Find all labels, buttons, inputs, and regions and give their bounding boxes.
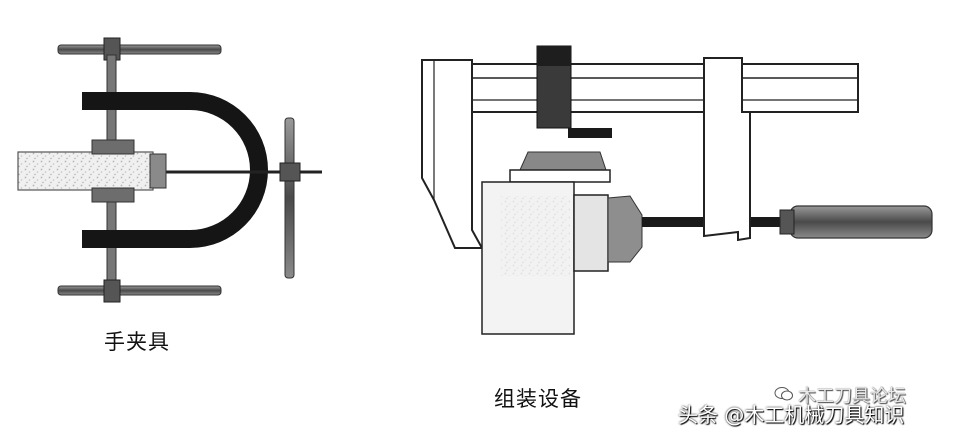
pressure-pad	[149, 153, 167, 189]
main-beam	[471, 63, 859, 113]
u-frame	[82, 92, 268, 248]
bottom-handle-bar	[57, 285, 222, 296]
lower-jaw-block	[91, 187, 135, 203]
hand-clamp-illustration	[17, 37, 322, 303]
right-handle-bar	[284, 117, 295, 279]
movable-jaw	[703, 57, 751, 242]
watermark-source: 头条 @木工机械刀具知识	[678, 403, 905, 427]
bottom-handle-hub	[103, 279, 121, 303]
assembly-handle	[789, 205, 933, 239]
upper-pressure-pad	[519, 151, 607, 171]
watermark: 木工刀具论坛 头条 @木工机械刀具知识	[666, 382, 966, 432]
upper-jaw-block	[91, 139, 135, 155]
sliding-head-tab	[568, 128, 612, 138]
hand-clamp-workpiece	[17, 151, 154, 191]
fixed-jaw	[421, 59, 484, 249]
right-handle-hub	[279, 162, 301, 182]
watermark-account: 木工刀具论坛	[798, 386, 906, 407]
side-board	[573, 194, 609, 272]
hand-clamp-caption: 手夹具	[104, 330, 170, 354]
top-plate	[509, 169, 611, 183]
side-pressure-pad	[607, 195, 643, 263]
workpiece-texture	[500, 196, 570, 276]
wechat-bubble-icon	[774, 387, 793, 401]
handle-collar	[779, 209, 795, 235]
assembly-equipment-illustration	[421, 45, 933, 335]
sliding-head-cap	[537, 46, 571, 66]
assembly-equipment-caption: 组装设备	[494, 387, 582, 411]
top-handle-bar	[57, 44, 222, 55]
